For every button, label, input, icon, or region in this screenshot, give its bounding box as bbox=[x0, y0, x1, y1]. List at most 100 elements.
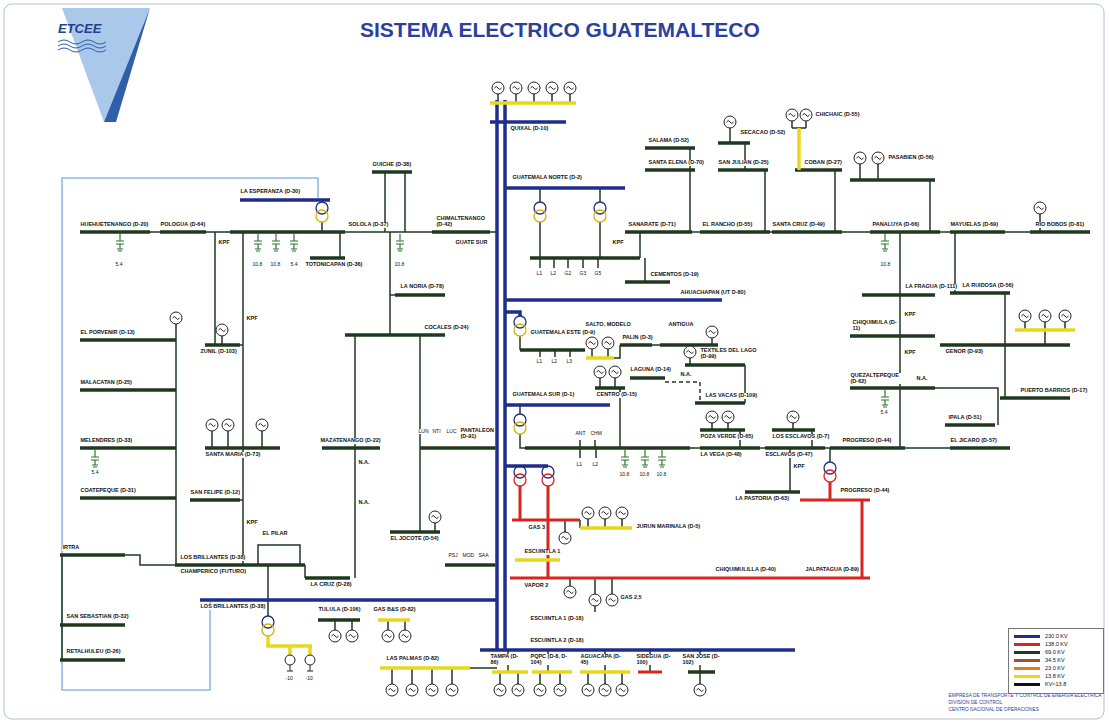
generator-symbol bbox=[594, 366, 606, 378]
substation-label: PASABIEN (D-56) bbox=[888, 155, 934, 161]
substation-label: LA FRAGUA (D-111) bbox=[905, 284, 958, 290]
bus-69kv bbox=[80, 340, 495, 532]
value-label: 10.8 bbox=[639, 472, 650, 477]
generator-symbol bbox=[426, 684, 438, 696]
value-label: SAA bbox=[478, 553, 489, 558]
generator-symbol bbox=[606, 594, 618, 606]
substation-label: ESCUINTLA 1 bbox=[524, 549, 561, 555]
capacitor-symbol bbox=[658, 450, 666, 467]
substation-label: CHIQUIMULA (D-11) bbox=[852, 320, 898, 331]
legend-swatch bbox=[1014, 667, 1040, 670]
bus-69kv bbox=[530, 232, 1090, 282]
substation-label: KPF bbox=[793, 464, 805, 470]
substation-label: LA PASTORIA (D-63) bbox=[735, 496, 789, 502]
generator-symbol bbox=[589, 594, 601, 606]
logo-blade bbox=[58, 40, 106, 52]
generator-symbol bbox=[602, 337, 614, 349]
substation-label: PROGRESO (D-44) bbox=[842, 438, 892, 444]
generator-symbol bbox=[582, 684, 594, 696]
substation-label: KPF bbox=[904, 312, 916, 318]
legend-text: 34.5 KV bbox=[1045, 658, 1065, 664]
substation-label: SANTA CRUZ (D-49) bbox=[772, 222, 825, 228]
substation-label: PALIN (D-3) bbox=[622, 335, 653, 341]
substation-label: SANTA ELENA (D-70) bbox=[648, 160, 704, 166]
capacitor-symbol bbox=[91, 234, 889, 467]
transformer-symbol bbox=[824, 462, 836, 482]
generator-symbol bbox=[787, 411, 799, 423]
bus-69kv bbox=[80, 172, 490, 335]
legend-text: 230.0 KV bbox=[1045, 634, 1068, 640]
substation-label: CEMENTOS (D-19) bbox=[650, 272, 699, 278]
substation-label: SALAMA (D-52) bbox=[648, 138, 689, 144]
capacitor-symbol bbox=[272, 234, 280, 251]
transformer-symbol bbox=[316, 202, 328, 222]
generator-symbol bbox=[512, 684, 524, 696]
generator-symbol bbox=[528, 82, 540, 94]
substation-label: SAN JOSE (D-102) bbox=[682, 654, 723, 665]
legend-swatch bbox=[1014, 659, 1040, 662]
generator-symbol bbox=[872, 152, 884, 164]
diagram-title: SISTEMA ELECTRICO GUATEMALTECO bbox=[360, 18, 760, 41]
substation-label: LAS VACAS (D-109) bbox=[705, 393, 758, 399]
substation-label: LA NORIA (D-78) bbox=[400, 284, 444, 290]
capacitor-symbol bbox=[91, 450, 99, 467]
substation-label: EL JOCOTE (D-54) bbox=[390, 536, 439, 542]
value-label: G5 bbox=[594, 271, 602, 276]
substation-label: JURUN MARINALA (D-5) bbox=[636, 524, 701, 530]
substation-label: VAPOR 2 bbox=[524, 583, 549, 589]
bus-69kv bbox=[60, 143, 1090, 672]
reactor-symbol bbox=[285, 655, 315, 671]
substation-label: SAN JULIAN (D-25) bbox=[718, 160, 769, 166]
generator-symbol bbox=[1039, 310, 1051, 322]
legend-swatch bbox=[1014, 651, 1040, 654]
generator-symbol bbox=[534, 684, 546, 696]
substation-label: PQPC (D-8, D-104) bbox=[530, 654, 575, 665]
generator-symbol bbox=[599, 684, 611, 696]
connection-line bbox=[792, 121, 1040, 232]
substation-label: GUATEMALA ESTE (D-9) bbox=[530, 330, 595, 336]
substation-label: CHIMALTENANGO (D-42) bbox=[436, 216, 489, 227]
value-label: 5.4 bbox=[290, 262, 298, 267]
substation-label: GAS B&S (D-82) bbox=[373, 607, 416, 613]
substation-label: IPALA (D-51) bbox=[948, 415, 982, 421]
value-label: MOD bbox=[462, 553, 475, 558]
connection-line bbox=[540, 188, 645, 282]
legend-swatch bbox=[1014, 675, 1040, 678]
value-label: 10.8 bbox=[252, 262, 263, 267]
value-label: 5.4 bbox=[115, 262, 123, 267]
generator-symbol bbox=[706, 326, 718, 338]
generator-symbol bbox=[256, 419, 268, 431]
generator-symbol bbox=[786, 109, 798, 121]
transformer-symbol bbox=[514, 466, 526, 486]
generator-symbol bbox=[609, 366, 621, 378]
substation-label: IRTRA bbox=[62, 545, 80, 551]
value-label: L2 bbox=[592, 462, 599, 467]
substation-label: ESCLAVOS (D-47) bbox=[765, 452, 813, 458]
substation-label: CHICHAIC (D-55) bbox=[815, 112, 860, 118]
generator-symbol bbox=[582, 507, 594, 519]
substation-label: LOS ESCLAVOS (D-7) bbox=[772, 434, 830, 440]
substation-label: CHIQUIMULILLA (D-40) bbox=[715, 567, 776, 573]
connection-line bbox=[565, 519, 622, 612]
substation-label: KPF bbox=[246, 316, 258, 322]
substation-label: SOLOLA (D-37) bbox=[348, 222, 389, 228]
generator-symbol bbox=[216, 324, 228, 336]
footer-text: DIVISION DE CONTROL bbox=[948, 701, 1003, 706]
connection-line bbox=[176, 232, 497, 578]
legend-text: 13.8 KV bbox=[1045, 674, 1065, 680]
value-label: LUN bbox=[418, 429, 429, 434]
generator-symbol bbox=[586, 337, 598, 349]
bus-230kv bbox=[200, 100, 795, 650]
generator-symbol bbox=[546, 82, 558, 94]
substation-label: MALACATAN (D-25) bbox=[80, 380, 132, 386]
bus-13kv bbox=[268, 103, 1075, 672]
generator-symbol bbox=[559, 532, 571, 544]
substation-label: SECACAO (D-52) bbox=[740, 130, 786, 136]
substation-label: TOTONICAPAN (D-36) bbox=[305, 262, 363, 268]
substation-label: GUICHE (D-38) bbox=[372, 162, 412, 168]
transformer-symbol bbox=[262, 616, 274, 636]
substation-label: ANTIGUA bbox=[668, 322, 694, 328]
logo-text: ETCEE bbox=[58, 22, 101, 35]
capacitor-symbol bbox=[621, 450, 629, 467]
